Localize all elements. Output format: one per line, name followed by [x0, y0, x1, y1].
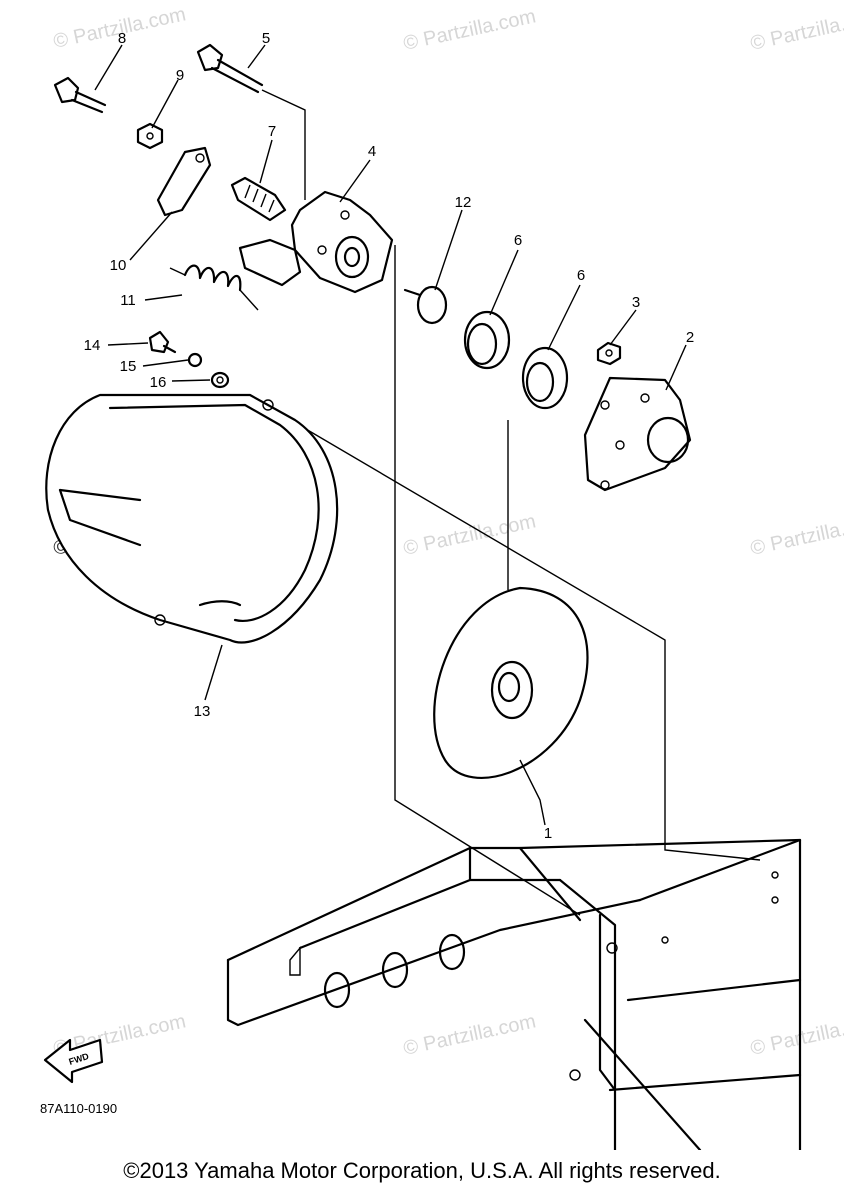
- watermark: © Partzilla.com: [401, 510, 537, 560]
- part-10-lever: [156, 146, 212, 217]
- part-2-bracket: [583, 376, 692, 492]
- copyright-notice: ©2013 Yamaha Motor Corporation, U.S.A. A…: [123, 1158, 721, 1183]
- part-3-nut: [596, 341, 622, 366]
- label-part-2: 2: [686, 329, 694, 346]
- chassis-frame: [226, 838, 802, 1150]
- label-part-6b: 6: [577, 267, 585, 284]
- label-part-14: 14: [84, 337, 101, 354]
- label-part-13: 13: [194, 703, 211, 720]
- part-11-spring: [169, 264, 259, 311]
- assembly-guide-lines: [261, 89, 761, 916]
- part-4-housing: [238, 190, 394, 294]
- part-13-cover: [45, 393, 339, 644]
- label-part-7: 7: [268, 123, 276, 140]
- part-9-nut: [136, 122, 164, 150]
- diagram-code: 87A110-0190: [40, 1101, 117, 1116]
- part-14-screw: [148, 330, 177, 354]
- exploded-parts-diagram: © Partzilla.com © Partzilla.com © Partzi…: [40, 3, 844, 1150]
- watermark: © Partzilla.com: [401, 5, 537, 55]
- watermark: © Partzilla.com: [748, 510, 844, 560]
- label-part-1: 1: [544, 825, 552, 842]
- forward-arrow-icon: FWD: [43, 1038, 104, 1084]
- watermark: © Partzilla.com: [401, 1010, 537, 1060]
- label-part-11: 11: [120, 292, 136, 309]
- leader-lines: [94, 44, 687, 701]
- part-16-washer: [210, 371, 230, 389]
- label-part-4: 4: [368, 143, 376, 160]
- part-15-washer: [187, 352, 203, 368]
- part-8-bolt: [53, 76, 107, 114]
- part-7-screw: [230, 176, 287, 222]
- label-part-12: 12: [455, 194, 472, 211]
- part-6-bushing-b: [521, 346, 569, 410]
- watermark: © Partzilla.com: [748, 5, 844, 55]
- label-part-10: 10: [110, 257, 127, 274]
- part-12-pin: [403, 285, 448, 325]
- part-labels: 8 5 9 7 4 12 6 6 3 2 10 11 14 15 16 13 1: [84, 30, 695, 842]
- part-5-bolt: [196, 43, 264, 94]
- label-part-6a: 6: [514, 232, 522, 249]
- watermark: © Partzilla.com: [748, 1010, 844, 1060]
- label-part-15: 15: [120, 358, 137, 375]
- label-part-5: 5: [262, 30, 270, 47]
- label-part-9: 9: [176, 67, 184, 84]
- label-part-8: 8: [118, 30, 126, 47]
- part-6-bushing-a: [463, 310, 511, 370]
- label-part-3: 3: [632, 294, 640, 311]
- label-part-16: 16: [150, 374, 167, 391]
- part-1-sheave: [433, 586, 589, 826]
